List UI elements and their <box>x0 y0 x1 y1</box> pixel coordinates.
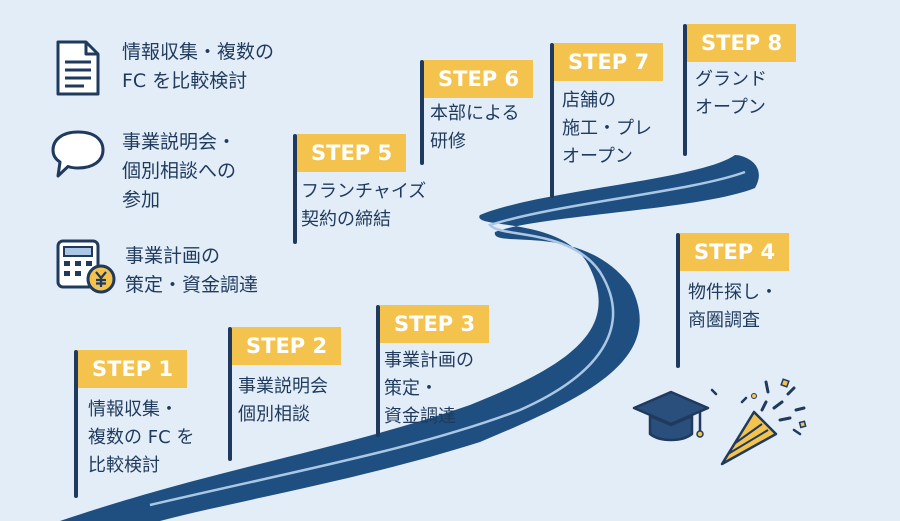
legend-text: 事業計画の 策定・資金調達 <box>125 242 258 300</box>
legend-line: 情報収集・複数の <box>122 41 275 63</box>
step-desc-line: 策定・ <box>384 378 438 399</box>
step-desc-line: 商圏調査 <box>688 310 760 331</box>
step-badge: STEP 8 <box>687 24 797 62</box>
legend-line: 事業計画の <box>125 245 221 267</box>
step-desc-line: 研修 <box>430 131 466 152</box>
legend-line: 参加 <box>122 189 161 211</box>
step-desc-line: 複数の FC を <box>88 427 195 448</box>
step-desc-line: 情報収集・ <box>88 399 178 420</box>
step-desc: 事業説明会 個別相談 <box>238 373 328 429</box>
step-desc-line: 施工・プレ <box>562 118 652 139</box>
step-desc-line: 事業計画の <box>384 350 474 371</box>
step-badge: STEP 7 <box>554 43 664 81</box>
legend-line: 事業説明会・ <box>122 131 237 153</box>
step-badge: STEP 4 <box>680 233 790 271</box>
step-desc-line: フランチャイズ <box>301 181 427 202</box>
step-desc: 情報収集・ 複数の FC を 比較検討 <box>88 396 194 480</box>
step-desc: 本部による 研修 <box>430 100 519 156</box>
step-desc-line: 店舗の <box>562 90 616 111</box>
flag-pole <box>683 24 687 156</box>
graduation-cap-icon <box>632 390 710 442</box>
step-desc-line: 本部による <box>430 103 520 124</box>
step-desc: 事業計画の 策定・ 資金調達 <box>384 347 474 431</box>
step-desc-line: 資金調達 <box>384 406 456 427</box>
flag-pole <box>228 327 232 461</box>
step-desc: フランチャイズ 契約の締結 <box>301 178 426 234</box>
step-badge: STEP 1 <box>78 350 188 388</box>
step-desc-line: 個別相談 <box>238 404 310 425</box>
step-desc-line: 事業説明会 <box>238 376 328 397</box>
step-desc-line: 契約の締結 <box>301 209 391 230</box>
legend-text: 情報収集・複数の FC を比較検討 <box>122 38 274 96</box>
legend-line: 策定・資金調達 <box>125 274 259 296</box>
step-desc: 店舗の 施工・プレ オープン <box>562 87 652 171</box>
step-desc: 物件探し・ 商圏調査 <box>688 279 778 335</box>
road-body <box>60 155 759 521</box>
step-desc-line: オープン <box>695 97 766 118</box>
flag-pole <box>376 305 380 437</box>
step-badge: STEP 6 <box>424 60 534 98</box>
calculator-yen-icon <box>56 239 116 294</box>
legend-text: 事業説明会・ 個別相談への 参加 <box>122 128 236 215</box>
step-desc-line: 物件探し・ <box>688 282 778 303</box>
step-badge: STEP 3 <box>380 305 490 343</box>
flag-pole <box>550 43 554 198</box>
step-desc-line: グランド <box>695 69 767 90</box>
legend-line: 個別相談への <box>122 160 237 182</box>
step-badge: STEP 2 <box>232 327 342 365</box>
document-icon <box>56 40 100 96</box>
legend-line: FC を比較検討 <box>122 70 248 92</box>
flag-pole <box>420 60 424 165</box>
step-desc-line: 比較検討 <box>88 455 160 476</box>
speech-bubble-icon <box>51 130 105 178</box>
flag-pole <box>293 134 297 244</box>
step-desc-line: オープン <box>562 146 633 167</box>
step-badge: STEP 5 <box>297 134 407 172</box>
step-desc: グランド オープン <box>695 66 767 122</box>
road-center-line <box>149 170 746 507</box>
flag-pole <box>676 233 680 368</box>
flag-pole <box>74 350 78 498</box>
party-popper-icon <box>710 378 807 466</box>
